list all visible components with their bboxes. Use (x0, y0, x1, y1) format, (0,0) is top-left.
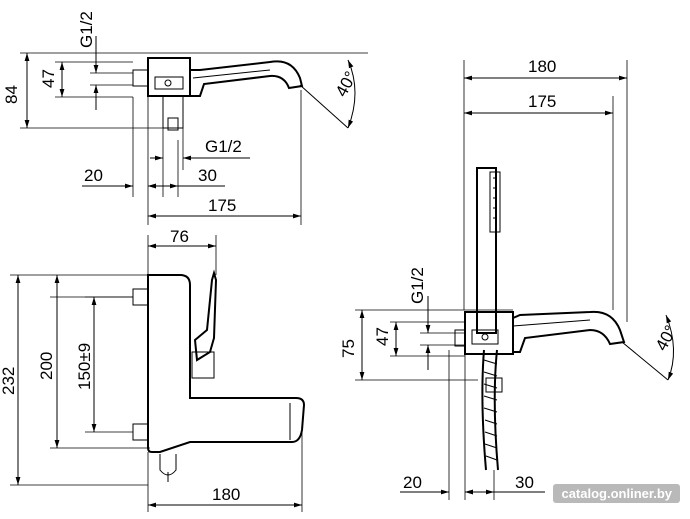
top-left-view (20, 36, 368, 225)
label-47-top: 47 (39, 69, 58, 88)
label-g12-top: G1/2 (77, 11, 96, 48)
label-84: 84 (2, 85, 21, 104)
label-20-right: 20 (403, 473, 422, 492)
hand-shower (476, 167, 497, 334)
front-view (10, 235, 306, 512)
label-47-right: 47 (373, 327, 392, 346)
label-20-top: 20 (84, 166, 103, 185)
label-200: 200 (37, 352, 56, 380)
lever-handle (193, 269, 218, 362)
label-g12-bottom: G1/2 (205, 137, 242, 156)
label-40-right: 40° (652, 322, 681, 354)
label-30-top: 30 (198, 166, 217, 185)
label-180-right: 180 (528, 57, 556, 76)
label-g12-right: G1/2 (408, 267, 427, 304)
label-30-right: 30 (515, 473, 534, 492)
watermark: catalog.onliner.by (553, 484, 680, 503)
label-40-top: 40° (332, 68, 361, 100)
label-75: 75 (339, 339, 358, 358)
inlet-connector (132, 69, 149, 87)
label-232: 232 (0, 367, 18, 395)
right-view (355, 60, 675, 500)
label-150: 150±9 (75, 343, 94, 390)
label-76: 76 (170, 227, 189, 246)
label-175-right: 175 (528, 92, 556, 111)
spout-top (190, 60, 304, 97)
shower-hose (481, 349, 487, 471)
label-175-top: 175 (208, 196, 236, 215)
label-180-front: 180 (212, 485, 240, 504)
valve-body-front (147, 274, 306, 453)
spout-right (512, 310, 626, 353)
